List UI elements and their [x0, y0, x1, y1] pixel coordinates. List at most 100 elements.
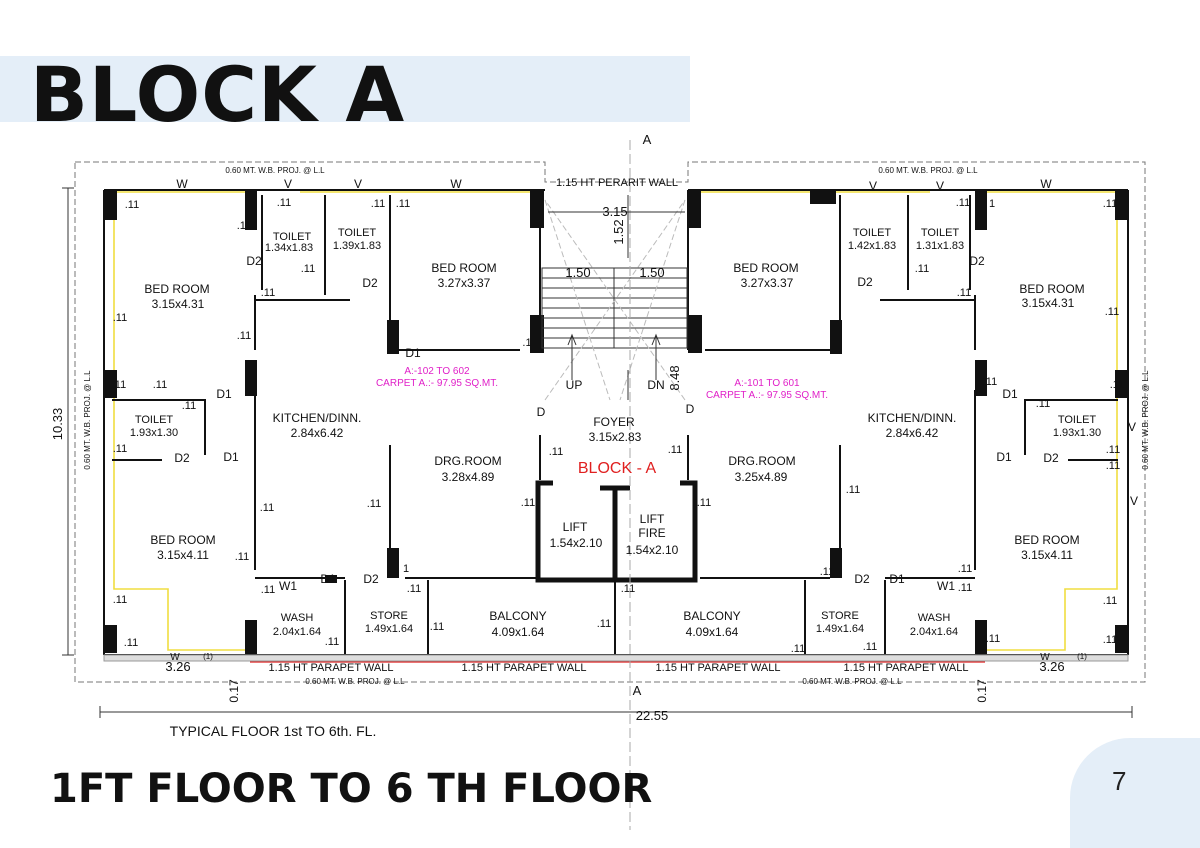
stair-dn: DN — [647, 378, 664, 392]
wall-thickness: .11 — [125, 199, 139, 211]
room-size: 1.93x1.30 — [1053, 427, 1101, 439]
wall-thickness: .11 — [261, 584, 275, 596]
room-name: TOILET — [338, 227, 377, 239]
door-d: D — [686, 402, 695, 416]
wall-thickness: .11 — [153, 379, 167, 391]
window-w: W — [176, 177, 188, 191]
wall-thickness: .11 — [983, 376, 997, 388]
door-d1: D1 — [1002, 387, 1018, 401]
door-d2: D2 — [246, 254, 262, 268]
proj-note-side-right: 0.60 MT. W.B. PROJ. @ L.L — [1141, 370, 1150, 470]
door-d2: D2 — [362, 276, 378, 290]
page-title: BLOCK A — [30, 50, 406, 139]
wall-thickness: .11 — [986, 633, 1000, 645]
wall-thickness: .11 — [621, 583, 635, 595]
window-v: V — [284, 177, 292, 191]
wall-thickness: .11 — [820, 566, 834, 578]
wall-thickness: .11 — [957, 287, 971, 299]
wall-thickness: .11 — [863, 641, 877, 653]
wall-thickness: .11 — [237, 220, 251, 232]
wall-thickness: .11 — [958, 563, 972, 575]
wall-thickness: .11 — [1036, 398, 1050, 410]
window-v: V — [869, 179, 877, 193]
room-name: FOYER — [593, 415, 635, 429]
block-label: BLOCK - A — [578, 460, 657, 477]
overall-width: 22.55 — [636, 708, 669, 723]
wall-thickness: .11 — [1106, 444, 1120, 456]
proj-note-top-left: 0.60 MT. W.B. PROJ. @ L.L — [225, 166, 325, 175]
room-name: LIFT — [563, 520, 588, 534]
room-size: 2.84x6.42 — [291, 426, 344, 440]
wall-thickness: .11 — [112, 379, 126, 391]
stair-wall-mark: .1 — [522, 337, 531, 349]
parapet-wall-4: 1.15 HT PARAPET WALL — [844, 662, 969, 674]
side-offset-right: 3.26 — [1039, 659, 1064, 674]
wall-thickness: .11 — [124, 637, 138, 649]
room-size: 1.49x1.64 — [816, 623, 864, 635]
wall-thickness-marks: .11 .11 .11 .11 .11 .11 .11 .11 .11 .1 .… — [112, 197, 1124, 655]
wall-thickness: .11 — [958, 582, 972, 594]
wall-thickness: .11 — [325, 636, 339, 648]
stair-width: 3.15 — [602, 204, 627, 219]
room-size: 2.84x6.42 — [886, 426, 939, 440]
perarit-wall-label: 1.15 HT PERARIT WALL — [556, 177, 678, 189]
window-v: V — [354, 177, 362, 191]
flight-left: 1.50 — [565, 265, 590, 280]
room-size: 4.09x1.64 — [686, 625, 739, 639]
room-name: KITCHEN/DINN. — [868, 411, 957, 425]
room-name: TOILET — [135, 414, 174, 426]
room-size: 3.15x2.83 — [589, 430, 642, 444]
room-name: BED ROOM — [431, 261, 496, 275]
wall-thickness: .11 — [261, 287, 275, 299]
proj-note-top-right: 0.60 MT. W.B. PROJ. @ L.L — [878, 166, 978, 175]
flight-right: 1.50 — [639, 265, 664, 280]
room-size: 1.31x1.83 — [916, 240, 964, 252]
wall-thickness: .11 — [367, 498, 381, 510]
wall-thickness: .11 — [1103, 198, 1117, 210]
wall-thickness: .11 — [1105, 306, 1119, 318]
room-name: BED ROOM — [733, 261, 798, 275]
wall-thickness: .11 — [1103, 595, 1117, 607]
room-size: 1.54x2.10 — [626, 543, 679, 557]
room-size: 1.54x2.10 — [550, 536, 603, 550]
stair-depth: 1.52 — [611, 219, 626, 244]
stair-up: UP — [566, 378, 583, 392]
room-name: BED ROOM — [150, 533, 215, 547]
room-size: 1.49x1.64 — [365, 623, 413, 635]
wall-thickness: .11 — [430, 621, 444, 633]
door-d2: D2 — [174, 451, 190, 465]
door-d1: D1 — [216, 387, 232, 401]
room-name: DRG.ROOM — [728, 454, 795, 468]
typical-floor-note: TYPICAL FLOOR 1st TO 6th. FL. — [170, 723, 377, 739]
room-size: 3.15x4.31 — [1022, 296, 1075, 310]
room-size: 3.28x4.89 — [442, 470, 495, 484]
wall-thickness: .11 — [396, 198, 410, 210]
room-name: STORE — [821, 610, 859, 622]
room-name: TOILET — [1058, 414, 1097, 426]
window-w1: W1 — [279, 579, 297, 593]
room-size: 1.93x1.30 — [130, 427, 178, 439]
room-name: DRG.ROOM — [434, 454, 501, 468]
corner-backdrop — [1070, 738, 1200, 848]
room-size: 1.34x1.83 — [265, 242, 313, 254]
parapet-wall-1: 1.15 HT PARAPET WALL — [269, 662, 394, 674]
columns — [104, 190, 1128, 654]
left-carpet-note: CARPET A.:- 97.95 SQ.MT. — [376, 378, 498, 389]
wall-thickness: .11 — [235, 551, 249, 563]
wall-thickness: .11 — [791, 643, 805, 655]
door-d1: D1 — [405, 346, 421, 360]
room-size: 3.15x4.11 — [1021, 548, 1073, 562]
wall-thickness: .11 — [407, 583, 421, 595]
thin-wall-mark: 1 — [403, 563, 409, 575]
wall-thickness: .11 — [301, 263, 315, 275]
room-size: 2.04x1.64 — [273, 626, 321, 638]
thin-wall-mark: 1 — [989, 198, 995, 210]
wall-thickness: .11 — [237, 330, 251, 342]
window-w1: W1 — [937, 579, 955, 593]
page-number: 7 — [1112, 766, 1127, 796]
room-size: 4.09x1.64 — [492, 625, 545, 639]
door-d2: D2 — [363, 572, 379, 586]
parapet-wall-2: 1.15 HT PARAPET WALL — [462, 662, 587, 674]
wall-thickness: .11 — [915, 263, 929, 275]
